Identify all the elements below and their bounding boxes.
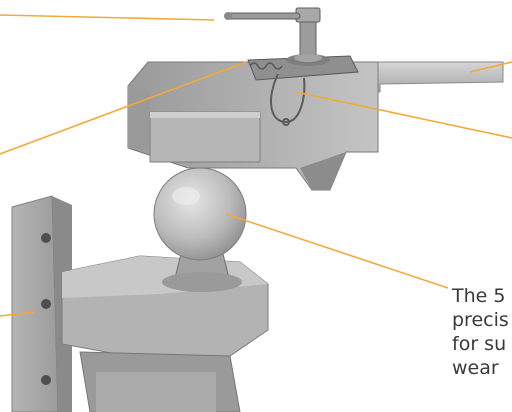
caption-line: precis bbox=[452, 309, 509, 331]
leader-line-ball bbox=[225, 213, 449, 289]
hitch-lower-wedge bbox=[300, 152, 346, 190]
caption-line: wear bbox=[452, 357, 499, 379]
mounting-plate bbox=[11, 195, 59, 412]
leader-line-plate bbox=[469, 61, 512, 73]
ball-mount-assembly bbox=[11, 167, 269, 412]
leader-line-chain bbox=[295, 91, 512, 139]
hitch-side-face bbox=[128, 86, 150, 150]
mounting-hole bbox=[41, 233, 51, 243]
mounting-hole bbox=[41, 299, 51, 309]
feature-caption: The 5 precis for su wear bbox=[452, 284, 512, 380]
spring-coil bbox=[249, 62, 283, 70]
caption-line: The 5 bbox=[452, 285, 506, 307]
leader-line-mount bbox=[0, 311, 35, 317]
leader-line-handle bbox=[0, 14, 215, 21]
safety-chain bbox=[270, 73, 306, 126]
hitch-ball bbox=[153, 167, 247, 261]
hitch-front-block bbox=[149, 111, 261, 163]
leader-line-latch bbox=[0, 61, 247, 155]
handle-bar bbox=[225, 12, 301, 20]
callout-leader-lines bbox=[0, 14, 512, 317]
upper-hitch-assembly bbox=[127, 7, 504, 191]
mounting-hole bbox=[41, 375, 51, 385]
caption-line: for su bbox=[452, 333, 507, 355]
